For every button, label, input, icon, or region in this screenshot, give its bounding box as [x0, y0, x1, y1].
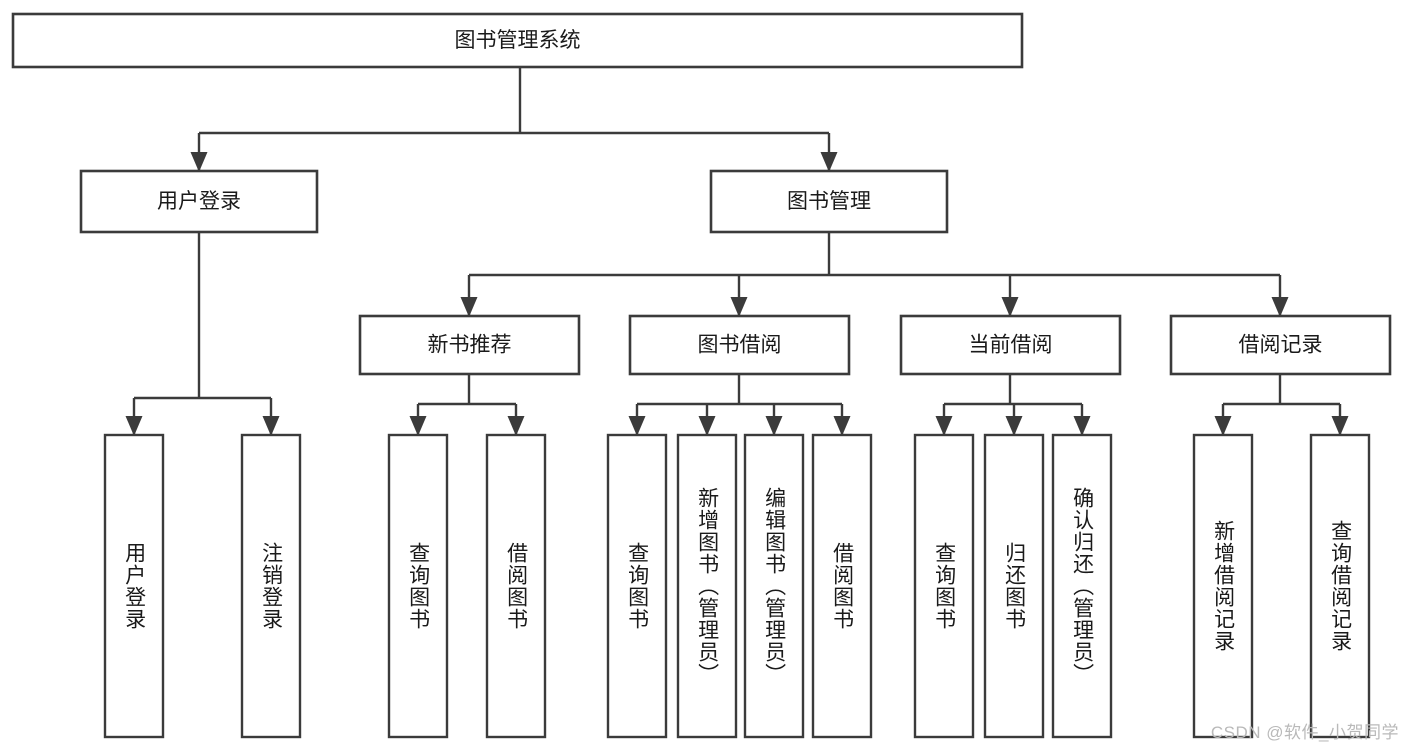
node-box-leaf-return-book[interactable]	[983, 433, 1045, 739]
node-box-leaf-query-book-borrow[interactable]	[606, 433, 668, 739]
node-box-leaf-borrow-book[interactable]	[811, 433, 873, 739]
node-box-leaf-user-login[interactable]	[103, 433, 165, 739]
arrow-head-icon	[262, 416, 280, 436]
node-label-user-login: 用户登录	[157, 190, 241, 213]
arrow-head-icon	[628, 416, 646, 436]
node-box-new-book-recommend[interactable]	[358, 314, 581, 376]
node-label-book-borrow: 图书借阅	[698, 334, 782, 357]
node-box-root[interactable]	[11, 12, 1024, 69]
node-box-leaf-user-logout[interactable]	[240, 433, 302, 739]
arrow-head-icon	[460, 297, 478, 317]
connectors-layer	[125, 67, 1349, 436]
node-label-borrow-record: 借阅记录	[1239, 334, 1323, 357]
node-box-leaf-query-book-rec[interactable]	[387, 433, 449, 739]
node-box-current-borrow[interactable]	[899, 314, 1122, 376]
arrow-head-icon	[833, 416, 851, 436]
node-box-leaf-add-book[interactable]	[676, 433, 738, 739]
arrow-head-icon	[935, 416, 953, 436]
node-box-book-borrow[interactable]	[628, 314, 851, 376]
node-label-current-borrow: 当前借阅	[969, 334, 1053, 357]
arrow-head-icon	[1331, 416, 1349, 436]
node-label-root: 图书管理系统	[455, 29, 581, 52]
arrow-head-icon	[1073, 416, 1091, 436]
node-label-book-manage: 图书管理	[787, 190, 871, 213]
arrow-head-icon	[190, 152, 208, 172]
arrow-head-icon	[698, 416, 716, 436]
node-box-leaf-edit-book[interactable]	[743, 433, 805, 739]
node-box-book-manage[interactable]	[709, 169, 949, 234]
arrow-head-icon	[409, 416, 427, 436]
arrow-head-icon	[730, 297, 748, 317]
arrow-head-icon	[1005, 416, 1023, 436]
node-box-leaf-query-borrow-record[interactable]	[1309, 433, 1371, 739]
node-box-leaf-confirm-return[interactable]	[1051, 433, 1113, 739]
arrow-head-icon	[1214, 416, 1232, 436]
node-label-new-book-recommend: 新书推荐	[428, 334, 512, 357]
node-box-leaf-add-borrow-record[interactable]	[1192, 433, 1254, 739]
arrow-head-icon	[125, 416, 143, 436]
node-box-borrow-record[interactable]	[1169, 314, 1392, 376]
arrow-head-icon	[765, 416, 783, 436]
boxes-layer	[11, 12, 1392, 739]
node-box-leaf-borrow-book-rec[interactable]	[485, 433, 547, 739]
csdn-watermark: CSDN @软件_小贺同学	[1210, 723, 1399, 742]
arrow-head-icon	[1001, 297, 1019, 317]
arrow-head-icon	[507, 416, 525, 436]
arrow-head-icon	[820, 152, 838, 172]
node-box-leaf-query-book-current[interactable]	[913, 433, 975, 739]
arrow-head-icon	[1271, 297, 1289, 317]
node-box-user-login[interactable]	[79, 169, 319, 234]
